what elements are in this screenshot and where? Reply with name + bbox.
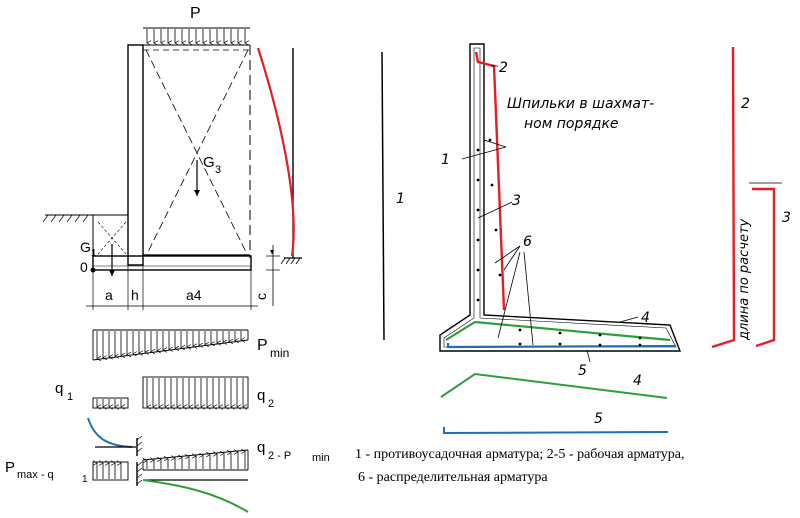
label-q1-sub: 1 <box>67 391 73 403</box>
label-g3-sub: 3 <box>215 164 221 176</box>
label-zero: 0 <box>80 259 88 275</box>
num-3-wall: 3 <box>512 193 521 209</box>
caption-line-2: 6 - распределительная арматура <box>358 470 548 485</box>
label-pmin: P <box>257 337 268 354</box>
dim-c: c <box>253 293 269 300</box>
pressure-difference <box>87 417 249 513</box>
caption-line-1: 1 - противоусадочная арматура; 2-5 - раб… <box>355 447 685 462</box>
pressure-q <box>92 376 249 408</box>
label-q2pmin: q <box>257 439 265 456</box>
num-6: 6 <box>523 234 532 250</box>
label-pmaxq1: P <box>5 459 15 476</box>
label-pmaxq1-sub2: 1 <box>82 474 88 485</box>
dim-a: a <box>105 287 113 303</box>
label-pmin-sub: min <box>270 346 289 360</box>
num-4-wall: 4 <box>641 310 650 326</box>
label-q2-sub: 2 <box>268 398 274 410</box>
label-q2pmin-sub: 2 - P <box>268 450 291 462</box>
num-4-free: 4 <box>633 373 642 389</box>
note-length: длина по расчету <box>737 218 752 341</box>
label-q2: q <box>257 387 265 404</box>
label-q1: q <box>55 380 63 397</box>
note-line2: ном порядке <box>524 116 619 132</box>
dim-a4: a4 <box>186 287 202 303</box>
num-5-free: 5 <box>594 411 603 427</box>
label-g1: G <box>80 239 91 255</box>
wall-section <box>42 27 280 310</box>
label-q2pmin-sub2: min <box>312 452 330 464</box>
pivot-point-0 <box>90 267 96 273</box>
label-g1-sub: 1 <box>91 248 97 259</box>
bars-detail <box>711 46 782 349</box>
load-p-arrows <box>147 29 245 43</box>
num-3-right: 3 <box>782 210 791 226</box>
label-pmaxq1-sub: max - q <box>17 469 54 481</box>
num-5-wall: 5 <box>578 363 587 379</box>
pressure-pmin <box>92 329 249 360</box>
label-g3: G <box>203 154 215 171</box>
num-1-left: 1 <box>396 191 405 207</box>
reinforcement-section <box>381 43 682 435</box>
num-2-right: 2 <box>741 96 750 112</box>
note-line1: Шпильки в шахмат- <box>507 96 654 112</box>
num-1-wall: 1 <box>441 152 450 168</box>
deflection-curve <box>256 47 302 265</box>
label-p: P <box>190 5 201 22</box>
dim-h: h <box>131 287 139 303</box>
num-2-wall: 2 <box>499 60 508 76</box>
